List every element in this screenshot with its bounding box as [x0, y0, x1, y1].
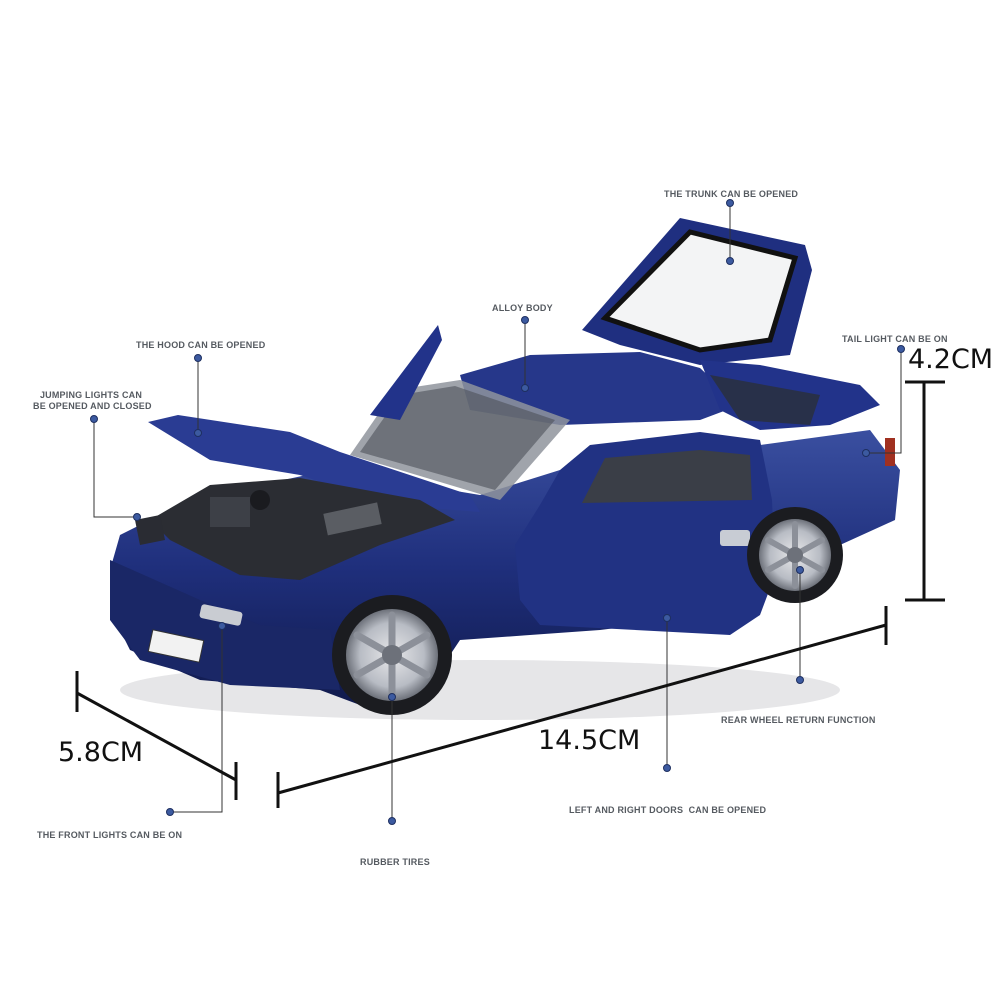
marker-alloy-top [521, 316, 529, 324]
label-trunk: THE TRUNK CAN BE OPENED [664, 189, 799, 199]
label-jumping-lights-line1: JUMPING LIGHTS CAN [39, 390, 143, 400]
front-light [199, 604, 243, 626]
marker-alloy [521, 384, 529, 392]
callout-line-jumping-lights [93, 419, 137, 518]
marker-jumping-top [90, 415, 98, 423]
marker-hood [194, 429, 202, 437]
marker-hood-top [194, 354, 202, 362]
width-dimension-label: 5.8CM [58, 737, 144, 768]
height-dimension-label: 4.2CM [908, 344, 994, 375]
marker-doors-bottom [663, 764, 671, 772]
label-tail-light: TAIL LIGHT CAN BE ON [842, 334, 948, 344]
callout-line-front-lights [170, 626, 223, 813]
label-rubber-tires: RUBBER TIRES [360, 857, 430, 867]
height-dimension-line [905, 380, 945, 602]
license-plate [147, 629, 205, 663]
tail-light [885, 438, 895, 466]
label-jumping-lights: JUMPING LIGHTS CAN BE OPENED AND CLOSED [33, 390, 152, 412]
marker-rear-wheel [796, 566, 804, 574]
marker-trunk-top [726, 199, 734, 207]
marker-tail-top [897, 345, 905, 353]
marker-trunk [726, 257, 734, 265]
trunk-glass [600, 229, 799, 353]
label-alloy-body: ALLOY BODY [492, 303, 553, 313]
length-dimension-label: 14.5CM [538, 725, 641, 756]
label-front-lights: THE FRONT LIGHTS CAN BE ON [37, 830, 183, 840]
length-dimension-line [276, 606, 888, 808]
marker-tail [862, 449, 870, 457]
marker-jumping [133, 513, 141, 521]
marker-tires [388, 693, 396, 701]
marker-front-lights [218, 622, 226, 630]
width-dimension-line [75, 671, 238, 800]
callout-line-tail-light [866, 349, 902, 454]
marker-doors [663, 614, 671, 622]
marker-tires-bottom [388, 817, 396, 825]
marker-front-lights-bottom [166, 808, 174, 816]
rear-wheel [747, 507, 843, 603]
label-doors: LEFT AND RIGHT DOORS CAN BE OPENED [569, 805, 767, 815]
door-window [582, 450, 752, 503]
hood [148, 415, 480, 512]
front-wheel [332, 595, 452, 715]
label-hood: THE HOOD CAN BE OPENED [136, 340, 266, 350]
label-rear-wheel: REAR WHEEL RETURN FUNCTION [721, 715, 876, 725]
label-jumping-lights-line2: BE OPENED AND CLOSED [33, 401, 152, 411]
marker-rear-wheel-bottom [796, 676, 804, 684]
